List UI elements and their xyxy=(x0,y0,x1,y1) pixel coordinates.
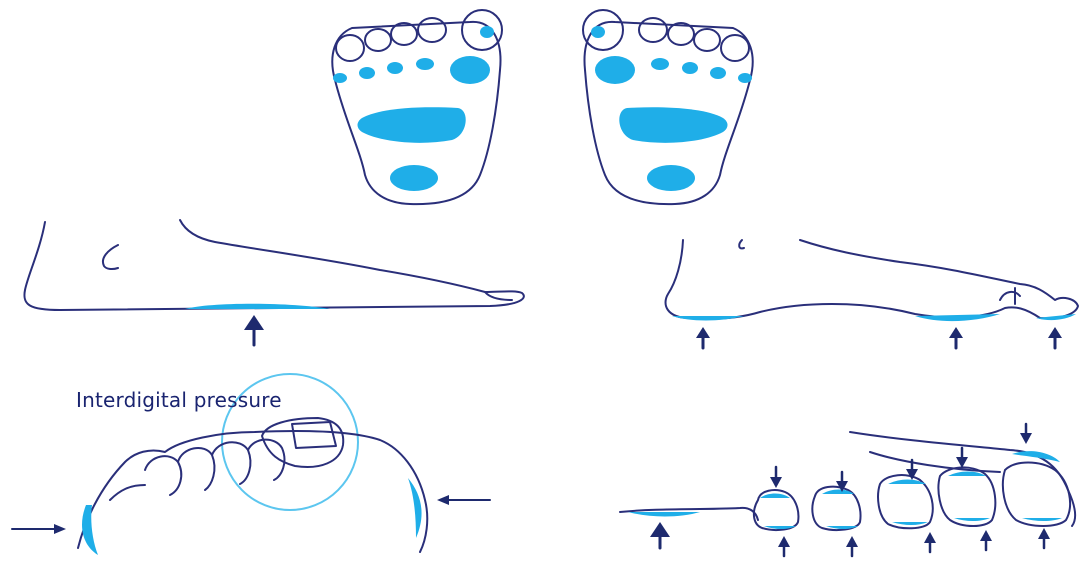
left-met-spot-1 xyxy=(450,56,490,84)
right-sole xyxy=(583,10,753,204)
interdigital-toe-2 xyxy=(178,448,214,490)
left-toe-1 xyxy=(336,35,364,61)
high-arch-side-view xyxy=(666,240,1078,348)
left-midfoot-spot xyxy=(358,107,466,143)
toe-arrow-up-3 xyxy=(924,532,936,552)
interdigital-toe-1 xyxy=(145,456,181,495)
toe-tip-pressure-4 xyxy=(954,518,990,521)
toe-arrow-down-4 xyxy=(956,448,968,468)
toe-tip-pressure-5 xyxy=(1022,518,1062,521)
interdigital-arrow-right xyxy=(437,495,490,505)
right-toe-2 xyxy=(694,29,720,51)
flat-foot-pressure-area xyxy=(185,304,330,309)
left-met-spot-5 xyxy=(333,73,347,83)
high-arch-toe-knuckle xyxy=(1000,292,1020,300)
flat-foot-toe-line xyxy=(485,292,512,300)
high-arch-arrow-toe xyxy=(1048,327,1062,348)
toe-tip-pressure-3 xyxy=(892,522,928,525)
right-heel-spot xyxy=(647,165,695,191)
interdigital-big-toenail xyxy=(292,422,336,448)
left-toe-2 xyxy=(365,29,391,51)
interdigital-arch-line xyxy=(110,485,145,500)
left-toe-4 xyxy=(418,18,446,42)
right-toe-4 xyxy=(639,18,667,42)
right-met-spot-2 xyxy=(651,58,669,70)
toe-arrow-down-1 xyxy=(770,467,782,488)
toe-top-pressure-5 xyxy=(1012,451,1060,462)
interdigital-foot-outline xyxy=(78,431,427,552)
left-met-spot-2 xyxy=(416,58,434,70)
toe-sole-pressure-0 xyxy=(628,512,700,517)
left-met-spot-4 xyxy=(359,67,375,79)
left-big-toe-spot xyxy=(480,26,494,38)
plantar-pressure-map xyxy=(332,10,752,204)
interdigital-arrow-left xyxy=(12,524,66,534)
toe-arrow-down-5 xyxy=(1020,424,1032,444)
right-toe-1 xyxy=(721,35,749,61)
toe-deformity-side-view xyxy=(620,424,1075,556)
high-arch-outline xyxy=(666,240,1078,319)
right-met-spot-1 xyxy=(595,56,635,84)
right-met-spot-4 xyxy=(710,67,726,79)
right-midfoot-spot xyxy=(619,107,727,143)
high-arch-arrow-heel xyxy=(696,327,710,348)
interdigital-left-side-pressure xyxy=(82,505,98,555)
flat-foot-ankle-mark xyxy=(103,245,118,269)
flat-foot-side-view xyxy=(24,220,523,345)
right-met-spot-3 xyxy=(682,62,698,74)
high-arch-arrow-ball xyxy=(949,327,963,348)
toe-arrow-up-4 xyxy=(980,530,992,550)
interdigital-right-side-pressure xyxy=(408,478,422,538)
right-big-toe-spot xyxy=(591,26,605,38)
right-met-spot-5 xyxy=(738,73,752,83)
high-arch-toe-pressure xyxy=(1036,314,1076,320)
high-arch-ankle-mark xyxy=(739,240,744,248)
toe-arrow-up-5 xyxy=(1038,528,1050,548)
flat-foot-outline xyxy=(24,220,523,310)
left-met-spot-3 xyxy=(387,62,403,74)
toe-top-pressure-4 xyxy=(948,472,986,477)
toe-top-pressure-1 xyxy=(760,494,790,499)
toe-arrow-up-2 xyxy=(846,536,858,556)
left-heel-spot xyxy=(390,165,438,191)
toe-segment-4 xyxy=(938,467,995,526)
flat-foot-arrow xyxy=(244,315,264,345)
toe-segment-5 xyxy=(1003,463,1070,527)
interdigital-pressure-label: Interdigital pressure xyxy=(76,388,282,412)
toe-arrow-up-1 xyxy=(778,536,790,556)
left-sole xyxy=(332,10,502,204)
toe-view-instep xyxy=(870,452,1000,472)
toe-arrow-up-0 xyxy=(650,522,670,548)
